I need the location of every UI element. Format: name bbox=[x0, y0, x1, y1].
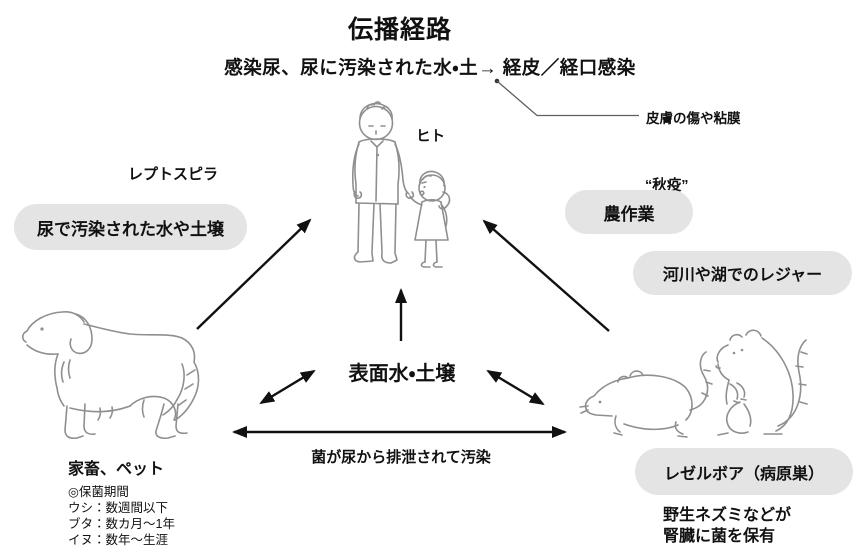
carrier-period-block: ◎保菌期間 ウシ：数週間以下 ブタ：数カ月〜1年 イヌ：数年〜生涯 bbox=[68, 484, 175, 548]
wild-rodents-note: 野生ネズミなどが 腎臓に菌を保有 bbox=[663, 505, 791, 547]
farming-badge-label: 農作業 bbox=[603, 204, 655, 224]
carrier-period-item-cow: ウシ：数週間以下 bbox=[68, 501, 169, 515]
arrow-livestock-surface-bidirectional bbox=[259, 369, 316, 405]
rats-illustration bbox=[579, 329, 808, 438]
farming-badge: 農作業 bbox=[565, 190, 693, 234]
river-lake-leisure-badge-label: 河川や湖でのレジャー bbox=[662, 267, 823, 284]
contaminated-water-soil-badge: 尿で汚染された水や土壌 bbox=[14, 204, 247, 250]
pathogen-label: レプトスピラ bbox=[128, 166, 219, 183]
arrow-rodents-surface-bidirectional bbox=[486, 369, 545, 406]
arrow-rodents-to-human bbox=[482, 219, 610, 332]
livestock-pets-label: 家畜、ペット bbox=[68, 461, 165, 478]
reservoir-badge-label: レゼルボア（病原巣） bbox=[663, 465, 824, 483]
dog-illustration bbox=[21, 311, 200, 440]
human-figures-illustration bbox=[351, 101, 451, 268]
carrier-period-item-pig: ブタ：数カ月〜1年 bbox=[68, 517, 175, 531]
wild-rodents-note-line1: 野生ネズミなどが bbox=[663, 507, 792, 524]
skin-callout-label: 皮膚の傷や粘膜 bbox=[646, 111, 741, 126]
urine-excretion-label: 菌が尿から排泄されて汚染 bbox=[311, 449, 491, 466]
wild-rodents-note-line2: 腎臓に菌を保有 bbox=[663, 528, 776, 545]
surface-water-soil-node-label: 表面水・土壌 bbox=[348, 363, 456, 385]
river-lake-leisure-badge: 河川や湖でのレジャー bbox=[633, 251, 852, 295]
reservoir-badge: レゼルボア（病原巣） bbox=[635, 448, 853, 495]
diagram-title: 伝播経路 bbox=[347, 16, 452, 44]
skin-callout-line bbox=[494, 78, 639, 117]
human-node-label: ヒト bbox=[416, 129, 445, 145]
contaminated-water-soil-badge-label: 尿で汚染された水や土壌 bbox=[37, 219, 224, 239]
carrier-period-item-dog: イヌ：数年〜生涯 bbox=[68, 533, 169, 547]
diagram-subtitle: 感染尿、尿に汚染された水・土→ 経皮／経口感染 bbox=[224, 57, 636, 78]
carrier-period-heading: ◎保菌期間 bbox=[68, 485, 129, 499]
